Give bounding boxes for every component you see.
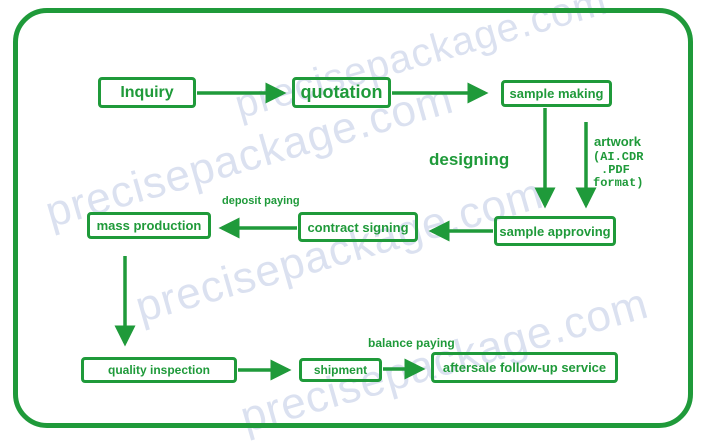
diagram-frame <box>13 8 693 428</box>
node-contract-signing: contract signing <box>298 212 418 242</box>
label-balance-paying: balance paying <box>368 336 455 350</box>
node-aftersale: aftersale follow-up service <box>431 352 618 383</box>
node-mass-production: mass production <box>87 212 211 239</box>
label-artwork-formats: (AI.CDR .PDF format) <box>593 151 643 190</box>
artwork-format-line-3: format) <box>593 176 644 190</box>
node-shipment: shipment <box>299 358 382 382</box>
node-sample-making: sample making <box>501 80 612 107</box>
node-quality-inspection: quality inspection <box>81 357 237 383</box>
label-deposit-paying: deposit paying <box>222 195 300 207</box>
artwork-format-line-2: .PDF <box>601 163 630 177</box>
node-quotation: quotation <box>292 77 391 108</box>
artwork-format-line-1: (AI.CDR <box>593 150 644 164</box>
label-artwork: artwork <box>594 134 641 149</box>
node-inquiry: Inquiry <box>98 77 196 108</box>
label-designing: designing <box>429 150 510 169</box>
node-sample-approving: sample approving <box>494 216 616 246</box>
